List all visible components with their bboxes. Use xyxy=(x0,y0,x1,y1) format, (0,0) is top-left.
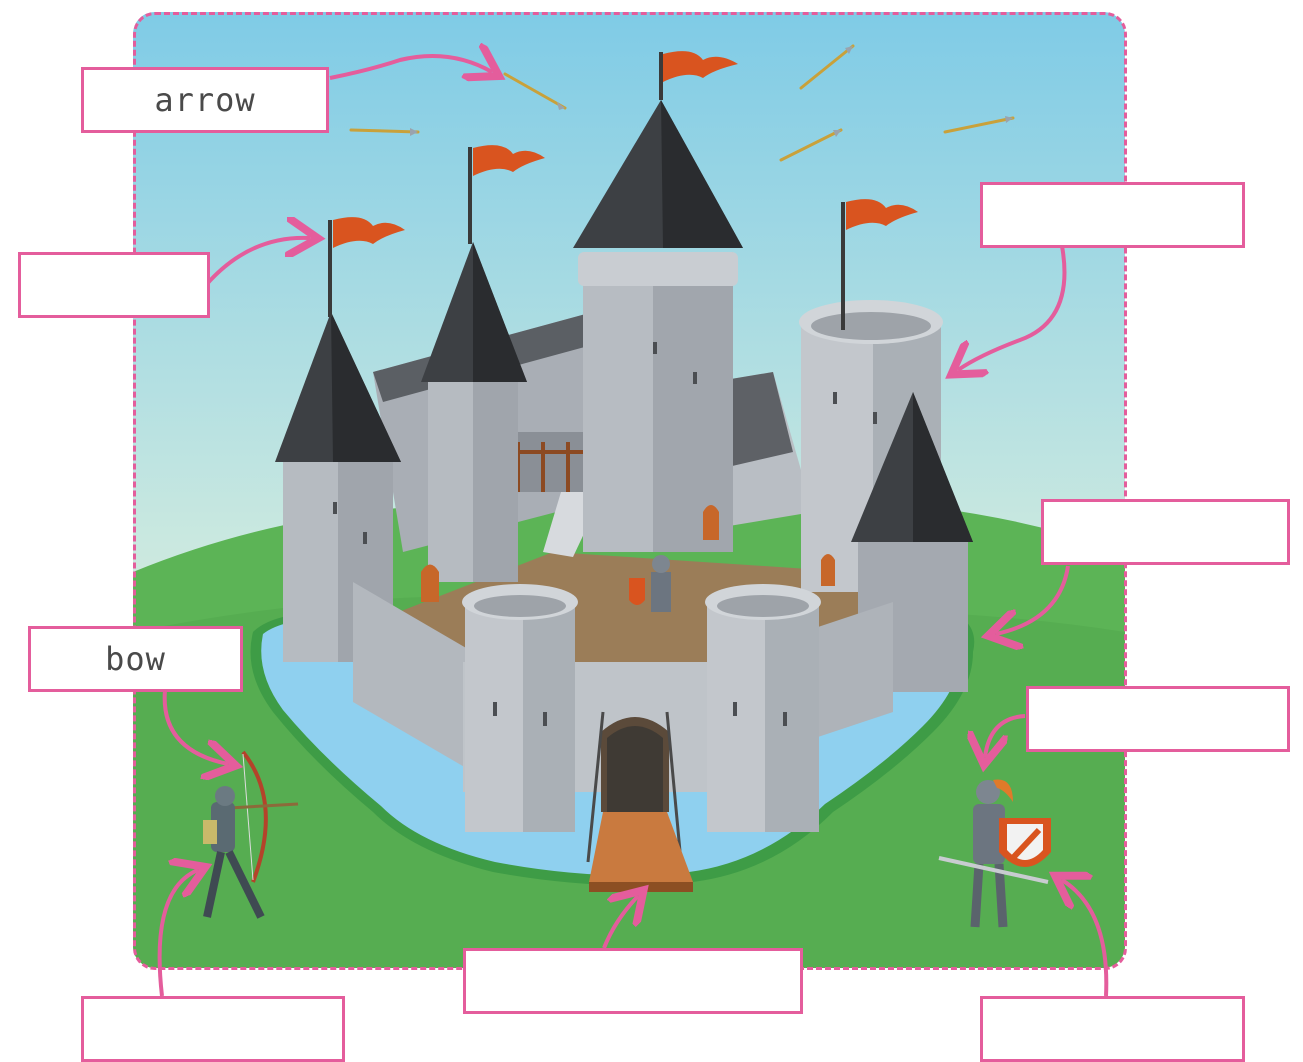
label-box-shield[interactable] xyxy=(980,996,1245,1062)
label-box-moat[interactable] xyxy=(1041,499,1290,565)
label-box-arrow: arrow xyxy=(81,67,329,133)
label-input-shield[interactable] xyxy=(991,1007,1233,1051)
label-input-archer[interactable] xyxy=(92,1007,333,1051)
label-box-archer[interactable] xyxy=(81,996,345,1062)
label-input-moat[interactable] xyxy=(1052,510,1280,554)
label-input-tower[interactable] xyxy=(991,193,1233,237)
label-input-flag[interactable] xyxy=(26,263,201,307)
label-text-arrow: arrow xyxy=(154,81,255,119)
label-text-bow: bow xyxy=(105,640,166,678)
label-box-knight[interactable] xyxy=(1026,686,1290,752)
label-box-bow: bow xyxy=(28,626,243,692)
label-box-tower[interactable] xyxy=(980,182,1245,248)
label-input-knight[interactable] xyxy=(1037,697,1278,741)
label-input-drawbridge[interactable] xyxy=(477,959,788,1003)
label-box-drawbridge[interactable] xyxy=(463,948,803,1014)
label-box-flag[interactable] xyxy=(18,252,210,318)
